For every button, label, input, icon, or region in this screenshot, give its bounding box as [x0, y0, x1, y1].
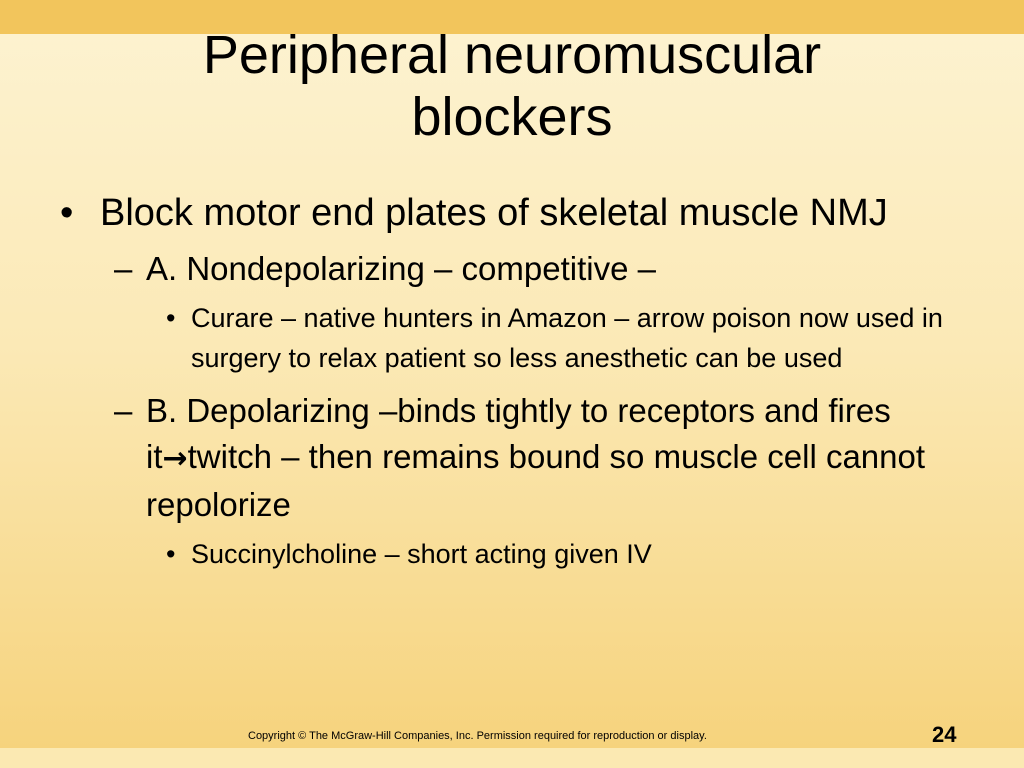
slide-title-line-1: Peripheral neuromuscular: [202, 25, 822, 85]
sub-point-a: – A. Nondepolarizing – competitive –: [56, 246, 976, 292]
sub-point-b-text-part-2: twitch – then remains bound so muscle ce…: [146, 438, 926, 523]
right-arrow-icon: →: [162, 441, 188, 476]
bullet-glyph: •: [60, 192, 74, 234]
page-number: 24: [932, 722, 957, 747]
sub-point-a-text: A. Nondepolarizing – competitive –: [146, 250, 656, 287]
top-accent-band: [0, 0, 1024, 34]
sub-point-b: – B. Depolarizing –binds tightly to rece…: [56, 388, 976, 528]
bullet-glyph: •: [166, 303, 176, 333]
copyright-notice: Copyright © The McGraw-Hill Companies, I…: [248, 730, 707, 742]
sub-point-a-detail: • Curare – native hunters in Amazon – ar…: [56, 298, 976, 378]
dash-glyph: –: [114, 250, 133, 287]
sub-point-a-detail-text: Curare – native hunters in Amazon – arro…: [191, 303, 943, 373]
slide-title-line-2: blockers: [411, 87, 613, 147]
dash-glyph: –: [114, 392, 133, 429]
slide-body: • Block motor end plates of skeletal mus…: [56, 188, 976, 584]
sub-point-b-detail-text: Succinylcholine – short acting given IV: [191, 539, 652, 569]
bullet-point-1-text: Block motor end plates of skeletal muscl…: [100, 192, 888, 234]
bottom-accent-band: [0, 748, 1024, 768]
bullet-point-1: • Block motor end plates of skeletal mus…: [56, 188, 976, 238]
sub-point-b-detail: • Succinylcholine – short acting given I…: [56, 534, 976, 574]
slide-title: Peripheral neuromuscular blockers: [0, 24, 1024, 148]
sub-point-b-text-part-1: B. Depolarizing –binds tightly to recept…: [146, 392, 891, 475]
bullet-glyph: •: [166, 539, 176, 569]
